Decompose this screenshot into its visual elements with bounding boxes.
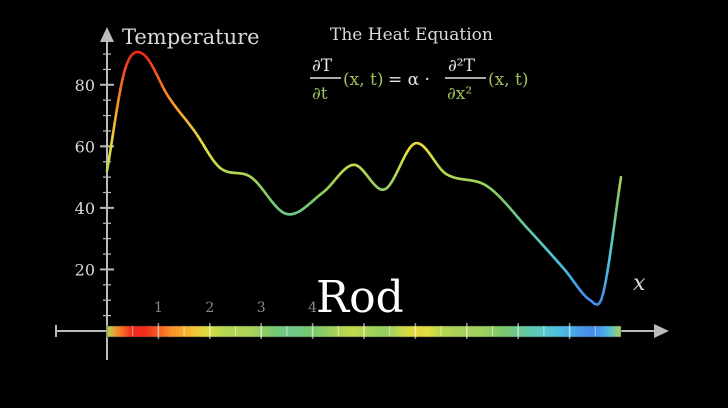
y-axis-arrow-icon: [100, 27, 114, 42]
x-tick-label: 3: [257, 300, 266, 316]
heat-equation: ∂T ∂t (x, t) = α · ∂²T ∂x² (x, t): [310, 56, 529, 104]
x-tick-label: 4: [308, 300, 317, 316]
x-tick-labels: 1 2 3 4: [154, 300, 317, 316]
curve-segment: [117, 85, 123, 99]
y-tick-label: 80: [75, 76, 95, 95]
x-ticks: [132, 323, 596, 339]
curve-segment: [603, 271, 609, 286]
eq-rhs-denominator: ∂x²: [447, 84, 472, 104]
y-ticks: [100, 53, 114, 317]
curve-segment: [605, 259, 611, 275]
curve-segment: [609, 232, 615, 249]
curve-segment: [105, 158, 111, 173]
curve-segment: [611, 217, 617, 235]
curve-segment: [109, 133, 115, 149]
x-tick-label: 1: [154, 300, 163, 316]
eq-lhs-denominator: ∂t: [312, 84, 328, 104]
curve-segment: [613, 203, 619, 221]
x-axis-label: x: [633, 271, 646, 296]
curve-segment: [113, 107, 119, 123]
curve-segment: [107, 145, 113, 161]
curve-segment: [115, 96, 121, 111]
curve-segment: [119, 76, 125, 89]
temperature-curve: [105, 50, 623, 306]
curve-segment: [607, 246, 613, 263]
eq-rhs-args: (x, t): [488, 70, 529, 90]
x-tick-label: 2: [205, 300, 214, 316]
chart-title: The Heat Equation: [330, 25, 493, 45]
y-tick-labels: 20 40 60 80: [75, 76, 95, 280]
y-tick-label: 20: [75, 260, 95, 279]
curve-segment: [615, 189, 621, 206]
curve-segment: [601, 282, 607, 295]
eq-rhs-numerator: ∂²T: [448, 56, 476, 76]
rod-label: Rod: [316, 272, 404, 323]
y-tick-label: 40: [75, 199, 95, 218]
curve-segment: [111, 120, 117, 136]
curve-segment: [121, 68, 127, 79]
curve-segment: [617, 175, 623, 192]
eq-lhs-args: (x, t): [343, 70, 384, 90]
x-axis-arrow-icon: [654, 324, 669, 338]
y-axis-label: Temperature: [122, 25, 260, 49]
eq-lhs-numerator: ∂T: [312, 56, 333, 76]
y-tick-label: 60: [75, 137, 95, 156]
eq-equals-alpha: = α ·: [388, 70, 430, 90]
